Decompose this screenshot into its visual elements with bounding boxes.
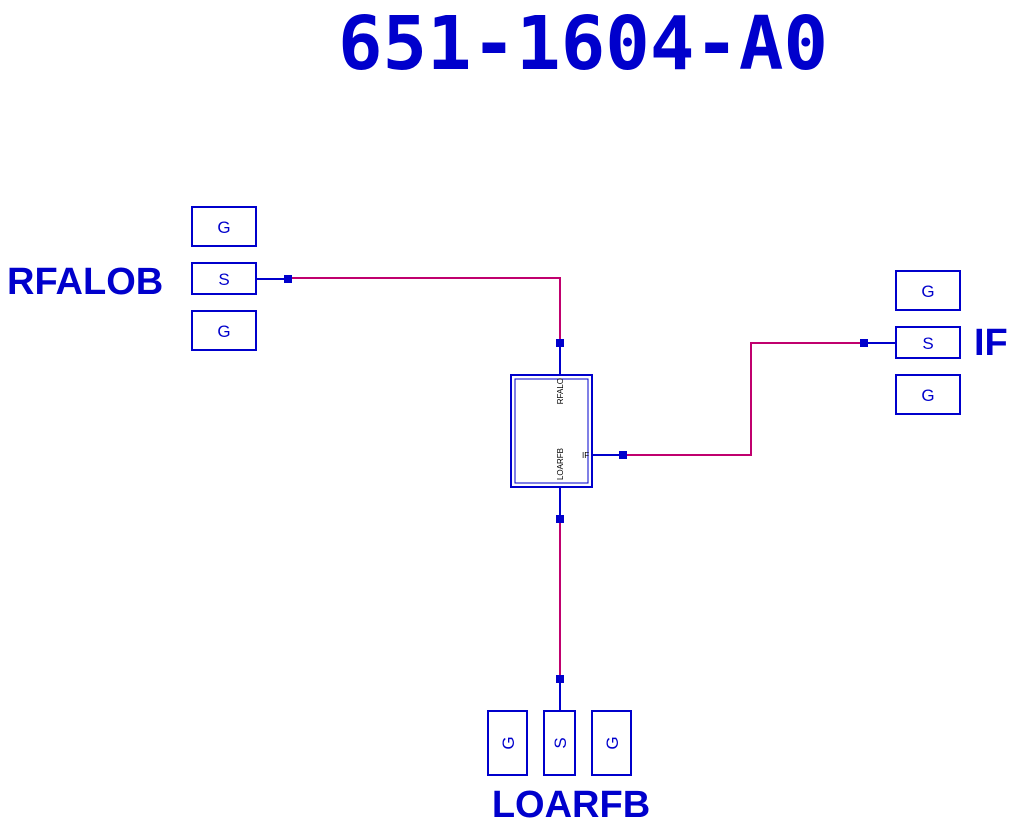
- pad-group-loarfb: [487, 710, 632, 776]
- pad-rfalob-top: [191, 206, 257, 247]
- pad-if-bottom: [895, 374, 961, 415]
- pad-group-rfalob: [191, 206, 257, 351]
- pad-loarfb-left: [487, 710, 528, 776]
- node-loarfb-component: [556, 515, 564, 523]
- connection-nodes: [284, 275, 868, 683]
- pad-if-top: [895, 270, 961, 311]
- pad-label-if-top: G: [921, 282, 934, 301]
- pad-label-if-bottom: G: [921, 386, 934, 405]
- port-label-rfalob: RFALOB: [7, 261, 163, 303]
- node-rfalo: [556, 339, 564, 347]
- port-loarfb[interactable]: G S G LOARFB: [487, 710, 650, 826]
- pad-label-loarfb-signal: S: [551, 737, 570, 748]
- component-outer-border: [510, 374, 593, 488]
- pad-group-if: [895, 270, 961, 415]
- wire-rfalob: [288, 277, 561, 343]
- pad-if-signal: [895, 326, 961, 359]
- port-rfalob[interactable]: RFALOB G S G: [7, 206, 257, 351]
- port-label-if: IF: [974, 322, 1008, 364]
- pad-loarfb-right: [591, 710, 632, 776]
- pad-label-loarfb-left: G: [499, 736, 518, 749]
- pin-stubs: [256, 278, 896, 711]
- diagram-title: 651-1604-A0: [338, 1, 828, 87]
- pad-label-rfalob-bottom: G: [217, 322, 230, 341]
- pad-label-loarfb-right: G: [603, 736, 622, 749]
- pad-label-rfalob-top: G: [217, 218, 230, 237]
- pad-loarfb-signal: [543, 710, 576, 776]
- node-loarfb-port: [556, 675, 564, 683]
- port-label-loarfb: LOARFB: [492, 784, 650, 826]
- wire-if: [623, 342, 864, 456]
- pin-label-if: IF: [582, 451, 589, 460]
- node-rfalob: [284, 275, 292, 283]
- pin-label-loarfb: LOARFB: [556, 448, 565, 480]
- component-inner-border: [514, 378, 589, 484]
- wires: [288, 277, 864, 679]
- node-if-port: [860, 339, 868, 347]
- pin-label-rfalo: RFALO: [556, 378, 565, 404]
- port-if[interactable]: IF G S G: [895, 270, 1008, 415]
- pad-label-if-signal: S: [922, 334, 933, 353]
- pad-rfalob-signal: [191, 262, 257, 295]
- pad-rfalob-bottom: [191, 310, 257, 351]
- pad-label-rfalob-signal: S: [218, 270, 229, 289]
- mixer-component[interactable]: RFALO LOARFB IF: [510, 374, 593, 488]
- node-if-component: [619, 451, 627, 459]
